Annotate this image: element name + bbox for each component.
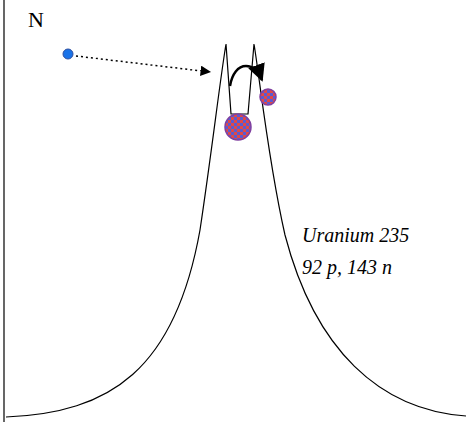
nucleus-name: Uranium 235 bbox=[302, 224, 409, 246]
neutron-path bbox=[76, 56, 210, 72]
axis-line bbox=[3, 0, 4, 422]
tunnel-arrow bbox=[230, 66, 262, 86]
small-nucleus bbox=[260, 89, 276, 105]
large-nucleus bbox=[225, 114, 251, 140]
particle-label: N bbox=[28, 8, 44, 32]
potential-curve bbox=[6, 44, 466, 417]
nucleon-count: 92 p, 143 n bbox=[302, 256, 392, 278]
neutron-dot bbox=[63, 49, 73, 59]
